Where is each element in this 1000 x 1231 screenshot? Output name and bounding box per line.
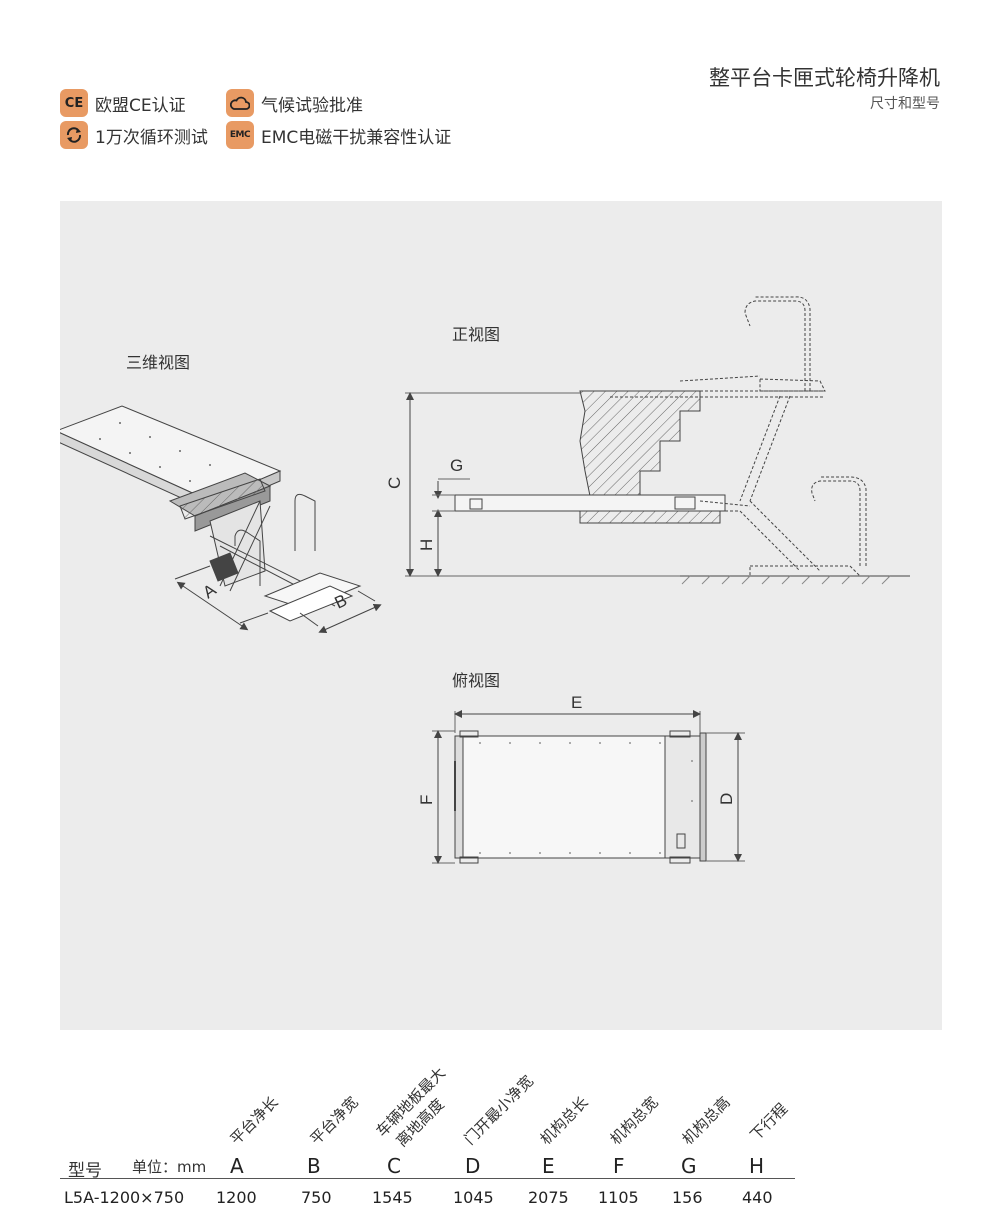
col-desc-e: 机构总长 — [536, 1093, 592, 1149]
dim-label-h: H — [417, 539, 436, 551]
cell-a: 1200 — [216, 1188, 257, 1207]
col-desc-d: 门开最小净宽 — [460, 1071, 537, 1149]
cell-e: 2075 — [528, 1188, 569, 1207]
model-cell: L5A-1200×750 — [64, 1188, 185, 1207]
view-label-front: 正视图 — [452, 325, 501, 344]
cell-c: 1545 — [372, 1188, 413, 1207]
front-view — [405, 296, 910, 585]
cert-cycle: 1万次循环测试 — [60, 120, 208, 150]
dim-label-c: C — [385, 477, 404, 489]
cert-emc: EMC EMC电磁干扰兼容性认证 — [226, 120, 451, 150]
isometric-view — [60, 405, 382, 634]
emc-icon: EMC — [226, 121, 254, 149]
cert-label: 气候试验批准 — [261, 95, 363, 116]
cell-d: 1045 — [453, 1188, 494, 1207]
col-letter-e: E — [542, 1154, 555, 1178]
dim-label-d: D — [717, 793, 736, 805]
col-letter-c: C — [387, 1154, 401, 1178]
dim-label-f: F — [417, 795, 436, 805]
cell-f: 1105 — [598, 1188, 639, 1207]
col-desc-a: 平台净长 — [226, 1093, 282, 1149]
page-subtitle: 尺寸和型号 — [870, 96, 940, 112]
cycle-arrows-icon — [60, 121, 88, 149]
col-letter-a: A — [230, 1154, 244, 1178]
dim-label-e: E — [571, 693, 582, 712]
col-desc-h: 下行程 — [746, 1099, 792, 1145]
col-desc-f: 机构总宽 — [606, 1093, 662, 1149]
dim-label-g: G — [450, 456, 463, 475]
col-letter-h: H — [749, 1154, 765, 1178]
col-letter-g: G — [681, 1154, 697, 1178]
col-letter-f: F — [613, 1154, 625, 1178]
ce-mark-icon: CE — [60, 89, 88, 117]
col-letter-b: B — [307, 1154, 321, 1178]
cert-label: 欧盟CE认证 — [95, 95, 186, 116]
cert-ce: CE 欧盟CE认证 — [60, 88, 186, 118]
unit-header: 单位：mm — [132, 1158, 207, 1176]
cloud-icon — [226, 89, 254, 117]
drawing-panel: A B — [60, 201, 942, 1030]
page-title: 整平台卡匣式轮椅升降机 — [709, 66, 940, 90]
cert-climate: 气候试验批准 — [226, 88, 363, 118]
col-desc-b: 平台净宽 — [306, 1093, 362, 1149]
cell-h: 440 — [742, 1188, 773, 1207]
spec-table: 平台净长 平台净宽 车辆地板最大 离地高度 门开最小净宽 机构总长 机构总宽 机… — [60, 1060, 800, 1230]
col-letter-d: D — [465, 1154, 481, 1178]
cert-label: EMC电磁干扰兼容性认证 — [261, 127, 452, 148]
top-view — [432, 710, 745, 864]
cell-g: 156 — [672, 1188, 703, 1207]
technical-drawing: A B — [60, 296, 910, 864]
cert-label: 1万次循环测试 — [95, 127, 208, 148]
table-divider — [60, 1178, 795, 1179]
view-label-isometric: 三维视图 — [126, 353, 191, 372]
cell-b: 750 — [301, 1188, 332, 1207]
model-header: 型号 — [68, 1161, 102, 1181]
view-label-top: 俯视图 — [452, 671, 501, 690]
col-desc-g: 机构总高 — [678, 1093, 734, 1149]
